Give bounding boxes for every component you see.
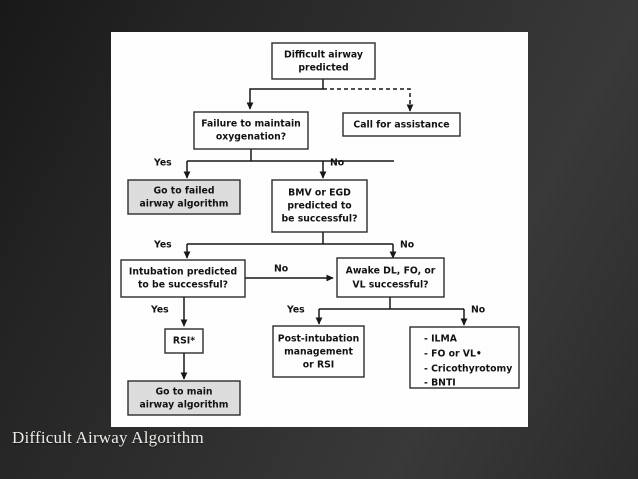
node-line: - Cricothyrotomy (424, 364, 512, 375)
node-call-for-assistance: Call for assistance (342, 112, 461, 137)
flowchart-svg: Difficult airway predicted Call for assi… (120, 42, 520, 416)
node-line: predicted to (287, 201, 351, 212)
node-failure-to-maintain-oxygenation: Failure to maintain oxygenation? (193, 111, 309, 150)
node-box (127, 380, 241, 416)
edge-label-no: No (330, 158, 344, 169)
node-bmv-or-egd-predicted: BMV or EGD predicted to be successful? (271, 179, 368, 233)
node-box (342, 112, 461, 137)
node-line: airway algorithm (140, 199, 229, 210)
connector-root-to-failure (246, 88, 323, 110)
node-line: airway algorithm (140, 400, 229, 411)
node-box (336, 257, 445, 298)
node-line: Go to failed (154, 186, 215, 197)
node-awake-dl-fo-vl: Awake DL, FO, or VL successful? (336, 257, 445, 298)
node-post-intubation-management: Post-intubation management or RSI (272, 325, 365, 378)
node-box (193, 111, 309, 150)
edge-label-no: No (400, 240, 414, 251)
node-difficult-airway-predicted: Difficult airway predicted (271, 42, 376, 80)
edge-label-yes: Yes (153, 158, 172, 169)
edge-label-yes: Yes (153, 240, 172, 251)
edge-label-yes: Yes (286, 305, 305, 316)
node-line: Intubation predicted (129, 267, 237, 278)
node-line: predicted (298, 63, 348, 74)
node-line: Post-intubation (278, 334, 359, 345)
node-line: management (284, 347, 353, 358)
node-line: - BNTI (424, 378, 456, 389)
node-box (120, 259, 246, 298)
node-go-to-main-airway-algorithm: Go to main airway algorithm (127, 380, 241, 416)
node-line: - FO or VL• (424, 349, 482, 360)
edge-label-no: No (274, 264, 288, 275)
node-box (164, 328, 204, 354)
node-line: or RSI (303, 360, 335, 371)
node-box (409, 326, 520, 389)
node-line: to be successful? (138, 280, 228, 291)
node-box (271, 179, 368, 233)
node-go-to-failed-airway-algorithm: Go to failed airway algorithm (127, 179, 241, 215)
node-rescue-options: - ILMA - FO or VL• - Cricothyrotomy - BN… (409, 326, 520, 389)
node-rsi: RSI* (164, 328, 204, 354)
node-line: VL successful? (352, 280, 428, 291)
difficult-airway-algorithm-figure: Difficult airway predicted Call for assi… (111, 32, 528, 427)
node-box (272, 325, 365, 378)
node-box (127, 179, 241, 215)
node-line: BMV or EGD (288, 188, 351, 199)
node-line: Go to main (155, 387, 212, 398)
edge-label-no: No (471, 305, 485, 316)
node-line: - ILMA (424, 334, 458, 345)
node-line: Difficult airway (284, 50, 363, 61)
node-line: Call for assistance (353, 120, 449, 131)
node-line: oxygenation? (216, 132, 286, 143)
connector-root-to-call-assistance-dashed (323, 88, 411, 108)
node-line: be successful? (282, 214, 358, 225)
node-line: RSI* (173, 336, 195, 347)
node-line: Awake DL, FO, or (346, 266, 436, 277)
slide-caption: Difficult Airway Algorithm (12, 428, 204, 447)
node-intubation-predicted: Intubation predicted to be successful? (120, 259, 246, 298)
node-line: Failure to maintain (201, 119, 301, 130)
node-box (271, 42, 376, 80)
edge-label-yes: Yes (150, 305, 169, 316)
